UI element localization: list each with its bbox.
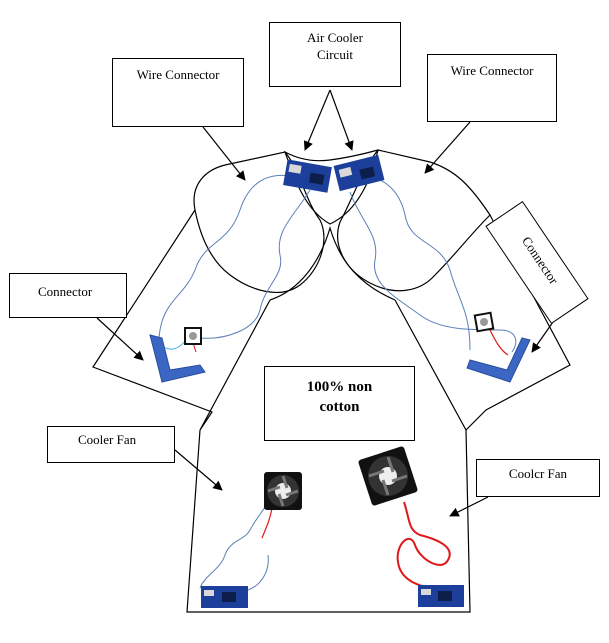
right-collar (337, 149, 491, 292)
label-cooler-fan-left-text: Cooler Fan (78, 432, 137, 447)
left-sleeve (92, 209, 271, 431)
label-material-line2: cotton (319, 399, 360, 415)
connector-left-shape (149, 334, 206, 383)
label-air-cooler-line2: Circuit (316, 47, 354, 62)
label-cooler-fan-left: Cooler Fan (47, 426, 175, 463)
label-connector-left: Connector (9, 273, 127, 318)
label-cooler-fan-right-text: Coolcr Fan (508, 466, 568, 481)
connector-right-shape (466, 337, 531, 383)
circuit-board-icon (201, 586, 248, 608)
label-cooler-fan-right: Coolcr Fan (476, 459, 600, 497)
shirt-outline (92, 149, 571, 613)
fan-icon (264, 472, 302, 510)
label-wire-connector-left-text: Wire Connector (136, 67, 220, 82)
label-air-cooler-circuit: Air Cooler Circuit (269, 22, 401, 87)
label-connector-left-text: Connector (38, 284, 93, 299)
fan-icon (358, 446, 418, 506)
circuit-board-icon (333, 154, 385, 192)
circuit-board-icon (418, 585, 464, 607)
mini-fan-icon (184, 327, 202, 345)
mini-fan-icon (473, 311, 495, 333)
blue-wires (157, 174, 517, 591)
circuit-board-icon (283, 159, 332, 193)
label-material: 100% non cotton (264, 366, 415, 441)
label-wire-connector-right: Wire Connector (427, 54, 557, 122)
left-collar (193, 151, 325, 293)
label-wire-connector-left: Wire Connector (112, 58, 244, 127)
shirt-body (186, 429, 471, 613)
label-material-line1: 100% non (306, 379, 373, 395)
label-air-cooler-line1: Air Cooler (307, 30, 363, 45)
label-wire-connector-right-text: Wire Connector (450, 63, 534, 78)
